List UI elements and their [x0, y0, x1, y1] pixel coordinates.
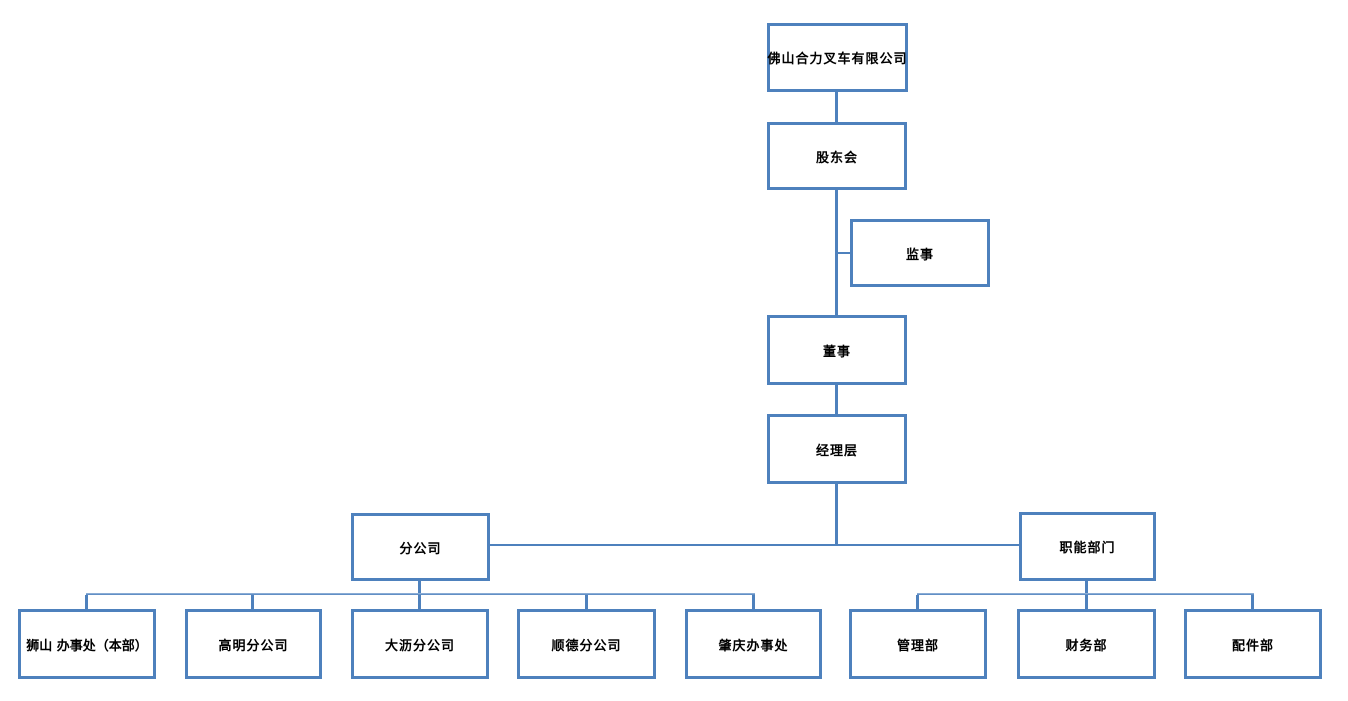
org-node-departments: 职能部门 [1019, 512, 1156, 581]
org-node-finance-dept: 财务部 [1017, 609, 1156, 679]
org-node-shareholders-label: 股东会 [815, 150, 858, 166]
org-node-director: 董事 [767, 315, 907, 385]
org-node-shunde-branch: 顺德分公司 [517, 609, 656, 679]
org-node-gaoming-branch: 高明分公司 [185, 609, 322, 679]
connector-branches-departments [490, 544, 1019, 546]
org-node-parts-dept-label: 配件部 [1231, 638, 1274, 654]
org-node-branches-label: 分公司 [399, 541, 442, 557]
org-node-shunde-branch-label: 顺德分公司 [551, 638, 622, 654]
org-node-management-dept-label: 管理部 [896, 638, 939, 654]
org-node-gaoming-branch-label: 高明分公司 [218, 638, 289, 654]
org-node-company: 佛山合力叉车有限公司 [767, 23, 908, 92]
connector-shareholders-director [835, 190, 838, 315]
connector-stub-gaoming [251, 595, 254, 609]
org-node-zhaoqing-office: 肇庆办事处 [685, 609, 822, 679]
org-node-departments-label: 职能部门 [1059, 541, 1116, 556]
org-node-supervisor-label: 监事 [905, 247, 934, 263]
connector-departments-bus [1085, 581, 1088, 595]
org-node-shishan-office: 狮山 办事处（本部） [18, 609, 156, 679]
org-node-branches: 分公司 [351, 513, 490, 581]
org-node-zhaoqing-office-label: 肇庆办事处 [718, 638, 789, 654]
connector-stub-shunde [585, 595, 588, 609]
connector-stub-zhaoqing [752, 595, 755, 609]
connector-branches-bus [418, 581, 421, 595]
connector-stub-dali [418, 595, 421, 609]
connector-director-management [835, 385, 838, 414]
connector-stub-parts-dept [1251, 595, 1254, 609]
connector-stub-shishan [85, 595, 88, 609]
connector-right-bus [917, 593, 1254, 595]
org-node-parts-dept: 配件部 [1184, 609, 1322, 679]
connector-company-shareholders [835, 92, 838, 122]
org-node-management-label: 经理层 [815, 443, 858, 459]
org-node-supervisor: 监事 [850, 219, 990, 287]
connector-trunk-supervisor [838, 252, 850, 254]
org-node-shishan-office-label: 狮山 办事处（本部） [26, 638, 148, 654]
org-node-finance-dept-label: 财务部 [1065, 638, 1108, 654]
org-node-dali-branch: 大沥分公司 [351, 609, 489, 679]
connector-stub-management-dept [916, 595, 919, 609]
org-node-dali-branch-label: 大沥分公司 [384, 638, 455, 654]
org-node-company-label: 佛山合力叉车有限公司 [767, 52, 908, 67]
connector-left-bus [86, 593, 755, 595]
org-node-management: 经理层 [767, 414, 907, 484]
connector-stub-finance-dept [1085, 595, 1088, 609]
org-node-shareholders: 股东会 [767, 122, 907, 190]
org-node-director-label: 董事 [822, 344, 851, 360]
org-node-management-dept: 管理部 [849, 609, 987, 679]
connector-management-split [835, 484, 838, 546]
